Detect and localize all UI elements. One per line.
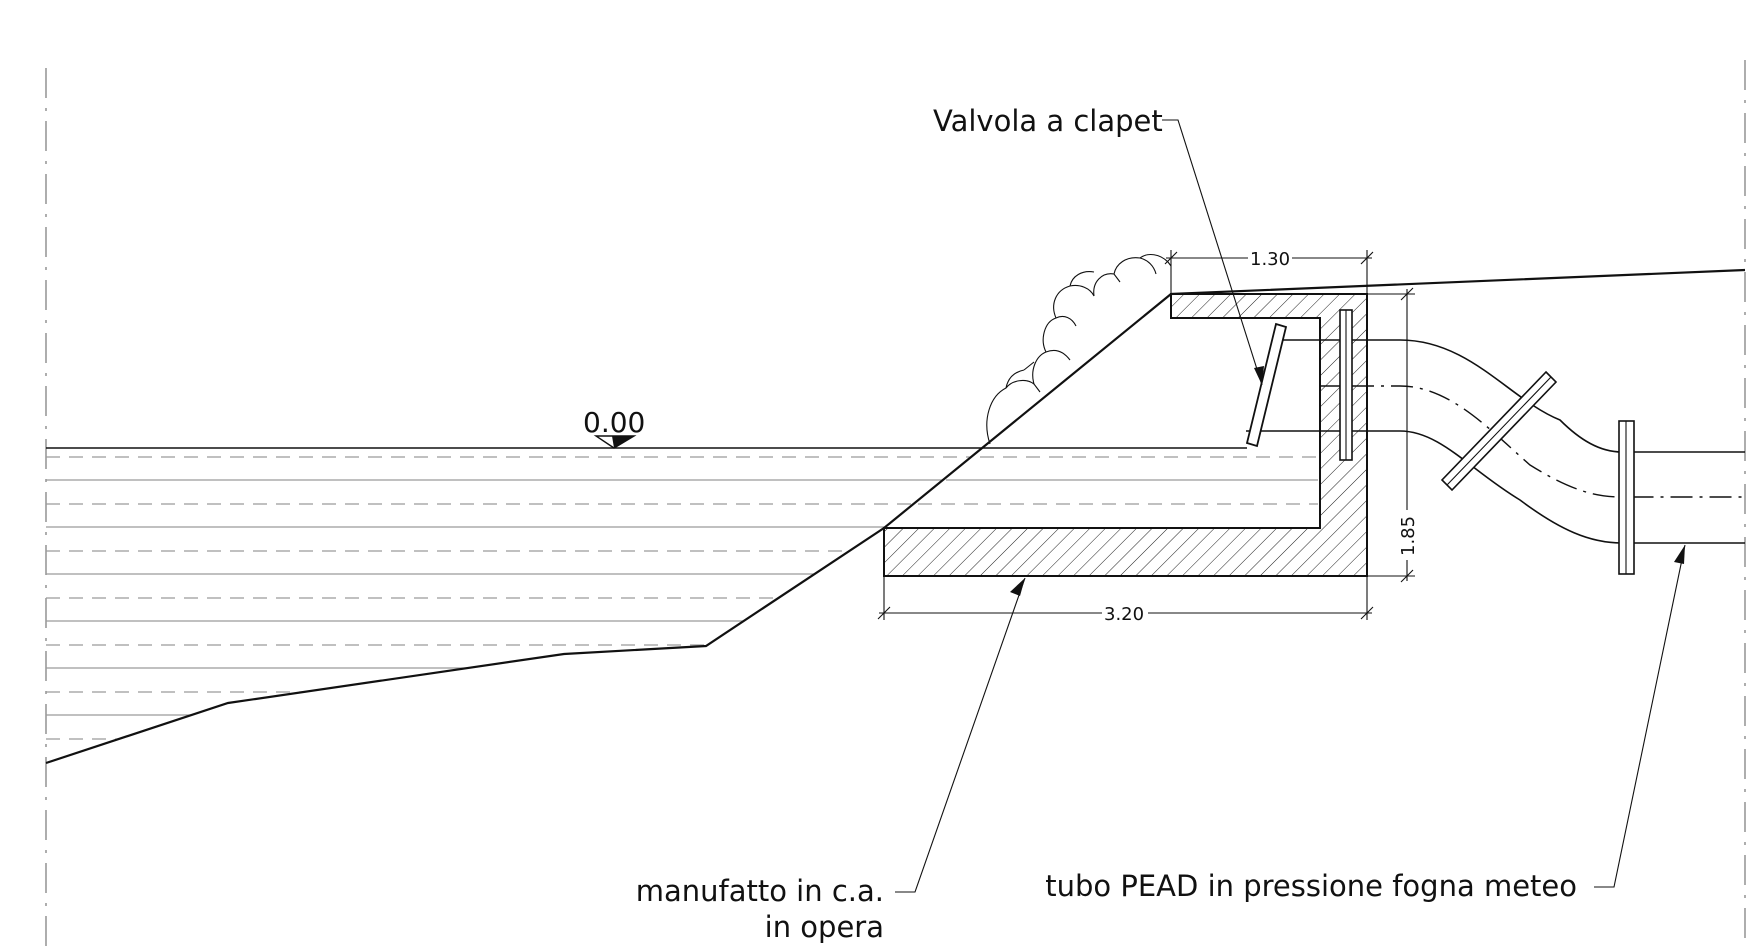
water-body (46, 456, 980, 740)
dim-bottom-width: 3.20 (877, 576, 1374, 625)
structure-hatch (883, 293, 1368, 577)
dim-bottom-width-label: 3.20 (1104, 604, 1144, 625)
concrete-structure (883, 293, 1368, 577)
ground-profile (45, 268, 1746, 765)
leader-structure: manufatto in c.a. in opera (636, 577, 1026, 944)
dim-top-width-label: 1.30 (1250, 249, 1290, 270)
structure-label-line2: in opera (765, 910, 884, 944)
hdpe-pipe (1352, 339, 1745, 544)
leader-pipe: tubo PEAD in pressione fogna meteo (1045, 544, 1686, 903)
clapet-valve (1245, 322, 1288, 448)
riprap-stones (986, 253, 1172, 445)
valve-label: Valvola a clapet (933, 104, 1163, 138)
dim-top-width: 1.30 (1164, 249, 1374, 294)
structure-label-line1: manufatto in c.a. (636, 874, 884, 908)
leader-valve: Valvola a clapet (933, 104, 1264, 386)
dim-height: 1.85 (1367, 287, 1419, 583)
inner-pipe (1246, 339, 1340, 432)
basin-water (918, 456, 1318, 505)
water-level-marker: 0.00 (583, 406, 645, 449)
dim-height-label: 1.85 (1398, 516, 1419, 556)
pipe-label: tubo PEAD in pressione fogna meteo (1045, 869, 1577, 903)
water-level-label: 0.00 (583, 406, 645, 439)
